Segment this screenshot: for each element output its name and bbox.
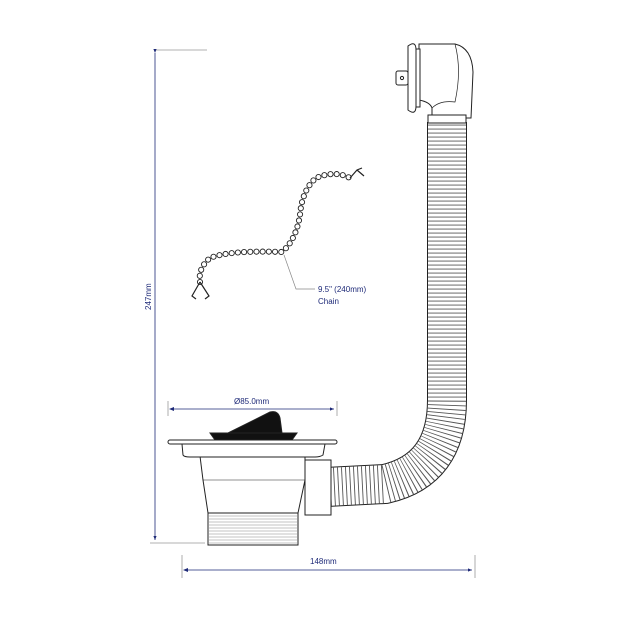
chain-bead bbox=[272, 248, 279, 255]
chain-bead bbox=[241, 249, 248, 256]
chain-bead bbox=[294, 223, 301, 230]
chain-bead bbox=[253, 248, 260, 255]
chain-bead bbox=[315, 173, 322, 181]
chain-length-label: 9.5" (240mm) bbox=[318, 285, 367, 294]
chain-bead bbox=[228, 250, 235, 257]
chain-bead bbox=[278, 248, 285, 256]
width-dimension: 148mm bbox=[181, 555, 476, 578]
overflow-elbow bbox=[395, 43, 474, 124]
chain-bead bbox=[265, 248, 272, 255]
height-label: 247mm bbox=[144, 283, 153, 310]
chain-bead bbox=[297, 205, 304, 212]
chain-bead bbox=[292, 229, 299, 236]
chain-bead bbox=[234, 249, 241, 256]
chain-bead bbox=[298, 199, 306, 206]
chain-bead bbox=[306, 182, 313, 189]
chain-clip-icon bbox=[349, 167, 365, 179]
chain-bead bbox=[259, 248, 266, 255]
width-label: 148mm bbox=[310, 557, 337, 566]
flange-diameter-label: Ø85.0mm bbox=[234, 397, 269, 406]
chain-bead bbox=[247, 248, 254, 255]
chain-bead bbox=[286, 240, 293, 247]
chain-bead bbox=[198, 266, 205, 273]
chain-bead bbox=[196, 272, 203, 279]
chain-hook-icon bbox=[191, 281, 210, 300]
plug-chain bbox=[191, 167, 365, 300]
chain-bead bbox=[310, 177, 317, 184]
flange-dimension: Ø85.0mm bbox=[167, 397, 338, 416]
chain-bead bbox=[321, 172, 328, 179]
chain-bead bbox=[201, 261, 208, 268]
chain-bead bbox=[216, 252, 223, 259]
chain-bead bbox=[205, 256, 212, 263]
height-dimension: 247mm bbox=[144, 49, 207, 544]
chain-bead bbox=[297, 211, 304, 218]
chain-bead bbox=[300, 193, 307, 200]
basket-waste bbox=[167, 411, 338, 546]
chain-bead bbox=[210, 253, 217, 260]
chain-bead bbox=[339, 172, 346, 179]
chain-bead bbox=[333, 171, 340, 178]
chain-label: Chain bbox=[318, 297, 339, 306]
chain-bead bbox=[222, 250, 229, 258]
chain-bead bbox=[289, 234, 296, 242]
chain-bead bbox=[327, 171, 334, 178]
chain-bead bbox=[282, 245, 289, 252]
chain-bead bbox=[303, 187, 310, 194]
chain-leader-line bbox=[283, 254, 315, 290]
flexible-hose bbox=[324, 122, 467, 507]
chain-bead bbox=[295, 217, 303, 224]
